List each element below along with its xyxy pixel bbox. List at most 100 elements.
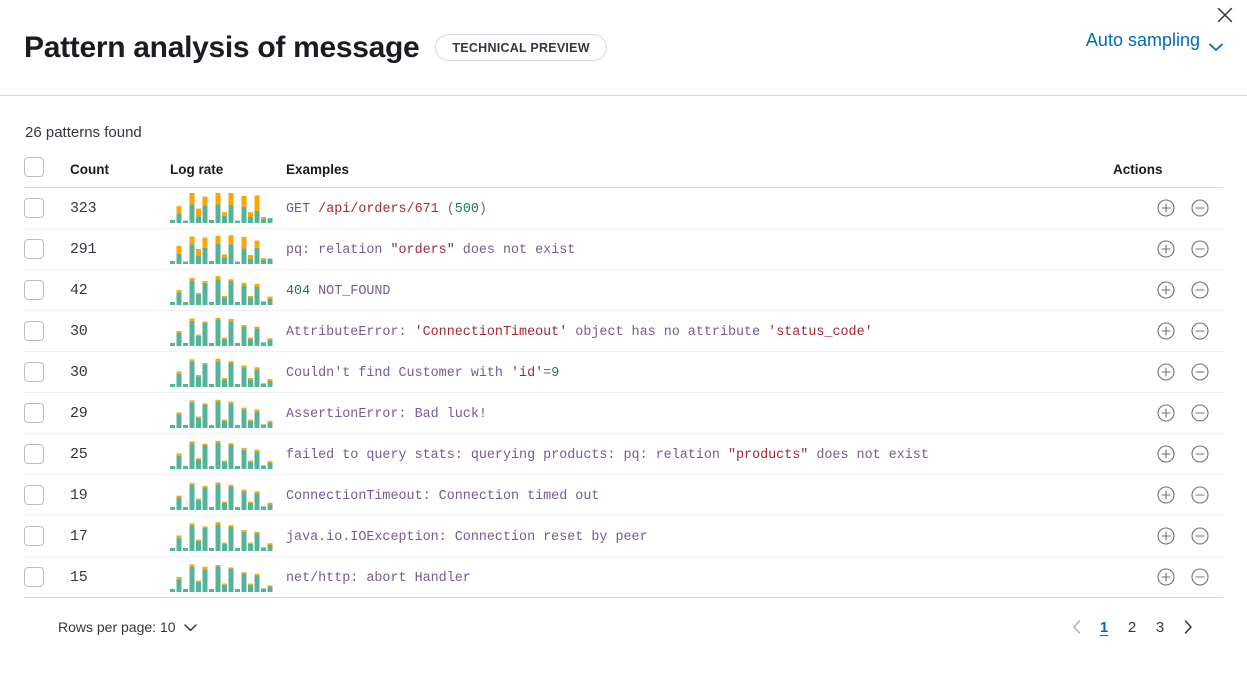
- circle-plus-icon[interactable]: [1157, 240, 1175, 258]
- count-cell: 25: [70, 433, 170, 475]
- row-actions: [1113, 363, 1223, 381]
- example-text: Couldn't find Customer with 'id'=9: [286, 366, 559, 381]
- row-checkbox[interactable]: [24, 239, 44, 259]
- page-title: Pattern analysis of message: [24, 30, 420, 64]
- row-checkbox[interactable]: [24, 198, 44, 218]
- example-token: /api/orders/671: [318, 202, 439, 217]
- circle-minus-icon[interactable]: [1191, 199, 1209, 217]
- log-rate-sparkline: [170, 440, 273, 469]
- row-checkbox[interactable]: [24, 444, 44, 464]
- circle-minus-icon[interactable]: [1191, 445, 1209, 463]
- circle-plus-icon[interactable]: [1157, 445, 1175, 463]
- page-button-3[interactable]: 3: [1155, 618, 1165, 636]
- circle-minus-icon[interactable]: [1191, 527, 1209, 545]
- circle-minus-icon[interactable]: [1191, 281, 1209, 299]
- actions-cell: [1113, 515, 1223, 557]
- example-text: pq: relation "orders" does not exist: [286, 243, 575, 258]
- row-actions: [1113, 322, 1223, 340]
- select-all-header: [24, 157, 70, 188]
- circle-plus-icon[interactable]: [1157, 527, 1175, 545]
- circle-plus-icon[interactable]: [1157, 568, 1175, 586]
- column-header-log-rate[interactable]: Log rate: [170, 157, 286, 188]
- count-cell: 291: [70, 228, 170, 270]
- table-header-row: Count Log rate Examples Actions: [24, 157, 1223, 188]
- row-select-cell: [24, 351, 70, 393]
- row-checkbox[interactable]: [24, 567, 44, 587]
- log-rate-cell: [170, 269, 286, 311]
- log-rate-cell: [170, 515, 286, 557]
- close-icon[interactable]: [1212, 2, 1238, 28]
- example-token: object has no attribute: [567, 325, 769, 340]
- row-actions: [1113, 240, 1223, 258]
- row-checkbox[interactable]: [24, 321, 44, 341]
- count-cell: 323: [70, 187, 170, 229]
- example-token: "orders": [390, 243, 455, 258]
- example-token: ): [478, 202, 487, 217]
- row-select-cell: [24, 556, 70, 598]
- select-all-checkbox[interactable]: [24, 157, 44, 177]
- chevron-right-icon[interactable]: [1177, 614, 1199, 640]
- example-cell: net/http: abort Handler: [286, 556, 1113, 598]
- log-rate-cell: [170, 310, 286, 352]
- log-rate-sparkline: [170, 358, 273, 387]
- row-checkbox[interactable]: [24, 362, 44, 382]
- example-text: AttributeError: 'ConnectionTimeout' obje…: [286, 325, 873, 340]
- circle-plus-icon[interactable]: [1157, 199, 1175, 217]
- circle-minus-icon[interactable]: [1191, 322, 1209, 340]
- example-token: =: [543, 366, 552, 381]
- circle-plus-icon[interactable]: [1157, 363, 1175, 381]
- circle-minus-icon[interactable]: [1191, 404, 1209, 422]
- log-rate-cell: [170, 187, 286, 229]
- circle-plus-icon[interactable]: [1157, 486, 1175, 504]
- example-cell: failed to query stats: querying products…: [286, 433, 1113, 475]
- row-checkbox[interactable]: [24, 403, 44, 423]
- example-text: ConnectionTimeout: Connection timed out: [286, 489, 599, 504]
- log-rate-sparkline: [170, 482, 273, 510]
- log-rate-sparkline: [170, 317, 273, 346]
- row-checkbox[interactable]: [24, 280, 44, 300]
- page-button-2[interactable]: 2: [1127, 618, 1137, 636]
- circle-minus-icon[interactable]: [1191, 486, 1209, 504]
- actions-cell: [1113, 310, 1223, 352]
- rows-per-page-selector[interactable]: Rows per page: 10: [48, 619, 197, 635]
- log-rate-cell: [170, 556, 286, 598]
- example-cell: java.io.IOException: Connection reset by…: [286, 515, 1113, 557]
- table-row[interactable]: 291 pq: relation "orders" does not exist: [24, 228, 1223, 270]
- example-text: net/http: abort Handler: [286, 571, 471, 586]
- table-row[interactable]: 30 AttributeError: 'ConnectionTimeout' ob…: [24, 310, 1223, 352]
- patterns-found-count: 26 patterns found: [25, 124, 142, 141]
- count-cell: 17: [70, 515, 170, 557]
- column-header-count[interactable]: Count: [70, 157, 170, 188]
- log-rate-cell: [170, 351, 286, 393]
- chevron-left-icon[interactable]: [1065, 614, 1087, 640]
- circle-plus-icon[interactable]: [1157, 281, 1175, 299]
- row-checkbox[interactable]: [24, 485, 44, 505]
- circle-plus-icon[interactable]: [1157, 322, 1175, 340]
- actions-cell: [1113, 351, 1223, 393]
- row-checkbox[interactable]: [24, 526, 44, 546]
- rows-per-page-label: Rows per page: 10: [58, 619, 176, 635]
- page-button-1[interactable]: 1: [1099, 618, 1109, 636]
- table-row[interactable]: 25 failed to query stats: querying produc…: [24, 433, 1223, 475]
- pagination: 1 2 3: [1065, 614, 1199, 640]
- example-token: ConnectionTimeout: Connection timed out: [286, 489, 600, 504]
- table-row[interactable]: 17 java.io.IOException: Connection reset …: [24, 515, 1223, 557]
- circle-plus-icon[interactable]: [1157, 404, 1175, 422]
- circle-minus-icon[interactable]: [1191, 568, 1209, 586]
- count-value: 30: [70, 323, 88, 340]
- count-value: 25: [70, 446, 88, 463]
- row-select-cell: [24, 392, 70, 434]
- auto-sampling-dropdown[interactable]: Auto sampling: [1086, 30, 1223, 51]
- count-value: 17: [70, 528, 88, 545]
- example-cell: AssertionError: Bad luck!: [286, 392, 1113, 434]
- column-header-examples[interactable]: Examples: [286, 157, 1113, 188]
- circle-minus-icon[interactable]: [1191, 363, 1209, 381]
- circle-minus-icon[interactable]: [1191, 240, 1209, 258]
- chevron-down-icon: [183, 619, 197, 635]
